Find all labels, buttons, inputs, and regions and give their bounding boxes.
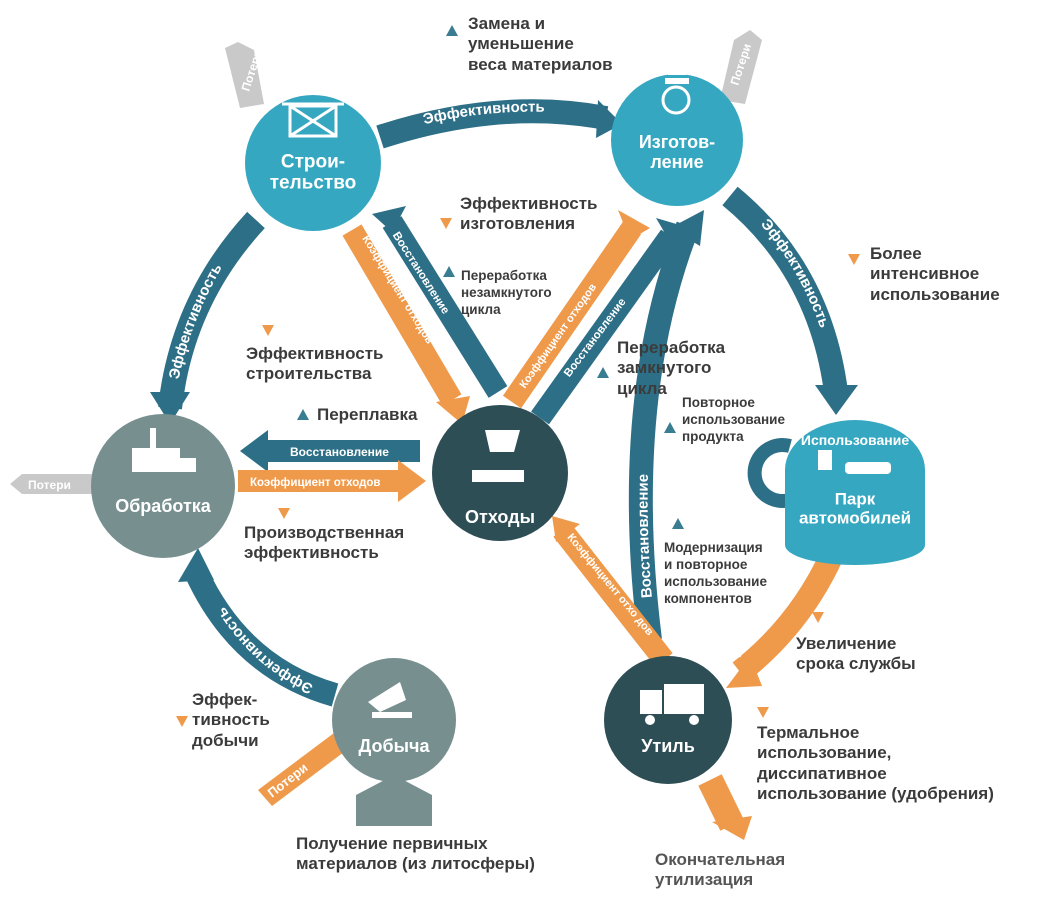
decrease-marker-icon: [443, 266, 455, 277]
construction-node: Строи-тельство: [245, 95, 381, 231]
waste-label: Отходы: [465, 507, 535, 527]
extraction-efficiency-note: Эффек- тивность добычи: [192, 690, 270, 750]
svg-text:Эффективность: Эффективность: [213, 604, 315, 697]
recycling-truck-icon: [640, 684, 704, 725]
recovery-arrow-scrap: Восстановление: [628, 210, 704, 642]
remelting-note: Переплавка: [317, 405, 418, 424]
increase-marker-icon: [440, 218, 452, 229]
decrease-marker-icon: [297, 409, 309, 420]
thermal-use-note: Термальное использование, диссипативное …: [757, 723, 994, 804]
product-reuse-note: Повторное использование продукта: [682, 395, 785, 444]
efficiency-arrow-left: Эффективность: [150, 211, 265, 424]
pickaxe-icon: [368, 682, 412, 718]
open-loop-note: Переработка незамкнутого цикла: [461, 268, 552, 317]
svg-text:Коэффициент отходов: Коэффициент отходов: [250, 477, 381, 489]
losses-arrow-manufacturing: Потери: [720, 30, 762, 104]
factory-icon: [132, 428, 196, 472]
processing-node: Обработка: [91, 414, 235, 558]
efficiency-arrow-bottom: Эффективность: [178, 548, 339, 707]
final-disposal-note: Окончательная утилизация: [655, 850, 786, 890]
increase-marker-icon: [848, 254, 860, 265]
svg-text:Эффективность: Эффективность: [166, 261, 226, 381]
decrease-marker-icon: [664, 422, 676, 433]
closed-loop-note: Переработка замкнутого цикла: [617, 338, 726, 398]
svg-text:Эффективность: Эффективность: [757, 216, 833, 330]
service-life-note: Увеличение срока службы: [796, 634, 916, 674]
increase-marker-icon: [176, 716, 188, 727]
construction-efficiency-note: Эффективность строительства: [246, 344, 384, 384]
fleet-use-label: Использование: [801, 432, 909, 448]
losses-arrow-processing: Потери: [10, 474, 94, 494]
modernization-note: Модернизация и повторное использование к…: [664, 540, 767, 606]
processing-label: Обработка: [115, 496, 212, 516]
waste-node: Отходы: [432, 405, 568, 541]
svg-text:Восстановление: Восстановление: [290, 445, 389, 459]
construction-icon: [282, 102, 344, 138]
scrap-label: Утиль: [641, 736, 695, 756]
scrap-node: Утиль: [604, 656, 732, 784]
decrease-marker-icon: [446, 25, 458, 36]
decrease-marker-icon: [672, 518, 684, 529]
efficiency-arrow-top: Эффективность: [376, 99, 622, 149]
increase-marker-icon: [757, 707, 769, 718]
efficiency-arrow-right: Эффективность: [722, 186, 858, 415]
extraction-node: Добыча: [332, 658, 456, 826]
decrease-marker-icon: [597, 367, 609, 378]
svg-text:Восстановление: Восстановление: [635, 474, 656, 599]
recovery-arrow-processing: Восстановление: [240, 430, 420, 472]
extraction-label: Добыча: [359, 736, 431, 756]
increase-marker-icon: [812, 612, 824, 623]
losses-arrow-construction: Потери: [225, 42, 265, 108]
manufacturing-label: Изготов-ление: [639, 132, 715, 172]
pouring-icon: [472, 430, 524, 482]
manufacturing-node: Изготов-ление: [611, 70, 743, 206]
more-intensive-note: Более интенсивное использование: [870, 244, 1000, 304]
waste-ratio-arrow-processing: Коэффициент отходов: [238, 460, 426, 502]
increase-marker-icon: [278, 508, 290, 519]
product-reuse-loop-icon: [747, 438, 792, 508]
increase-marker-icon: [262, 325, 274, 336]
production-efficiency-note: Производственная эффективность: [244, 523, 405, 563]
primary-materials-note: Получение первичных материалов (из литос…: [296, 834, 535, 874]
manufacturing-icon: [661, 70, 691, 115]
construction-label: Строи-тельство: [270, 152, 357, 194]
substitution-note: Замена и уменьшение веса материалов: [468, 14, 613, 74]
manufacturing-efficiency-note: Эффективность изготовления: [460, 194, 598, 234]
final-disposal-arrow: [698, 774, 752, 840]
svg-text:Потери: Потери: [28, 478, 71, 492]
car-icon: [818, 450, 891, 474]
